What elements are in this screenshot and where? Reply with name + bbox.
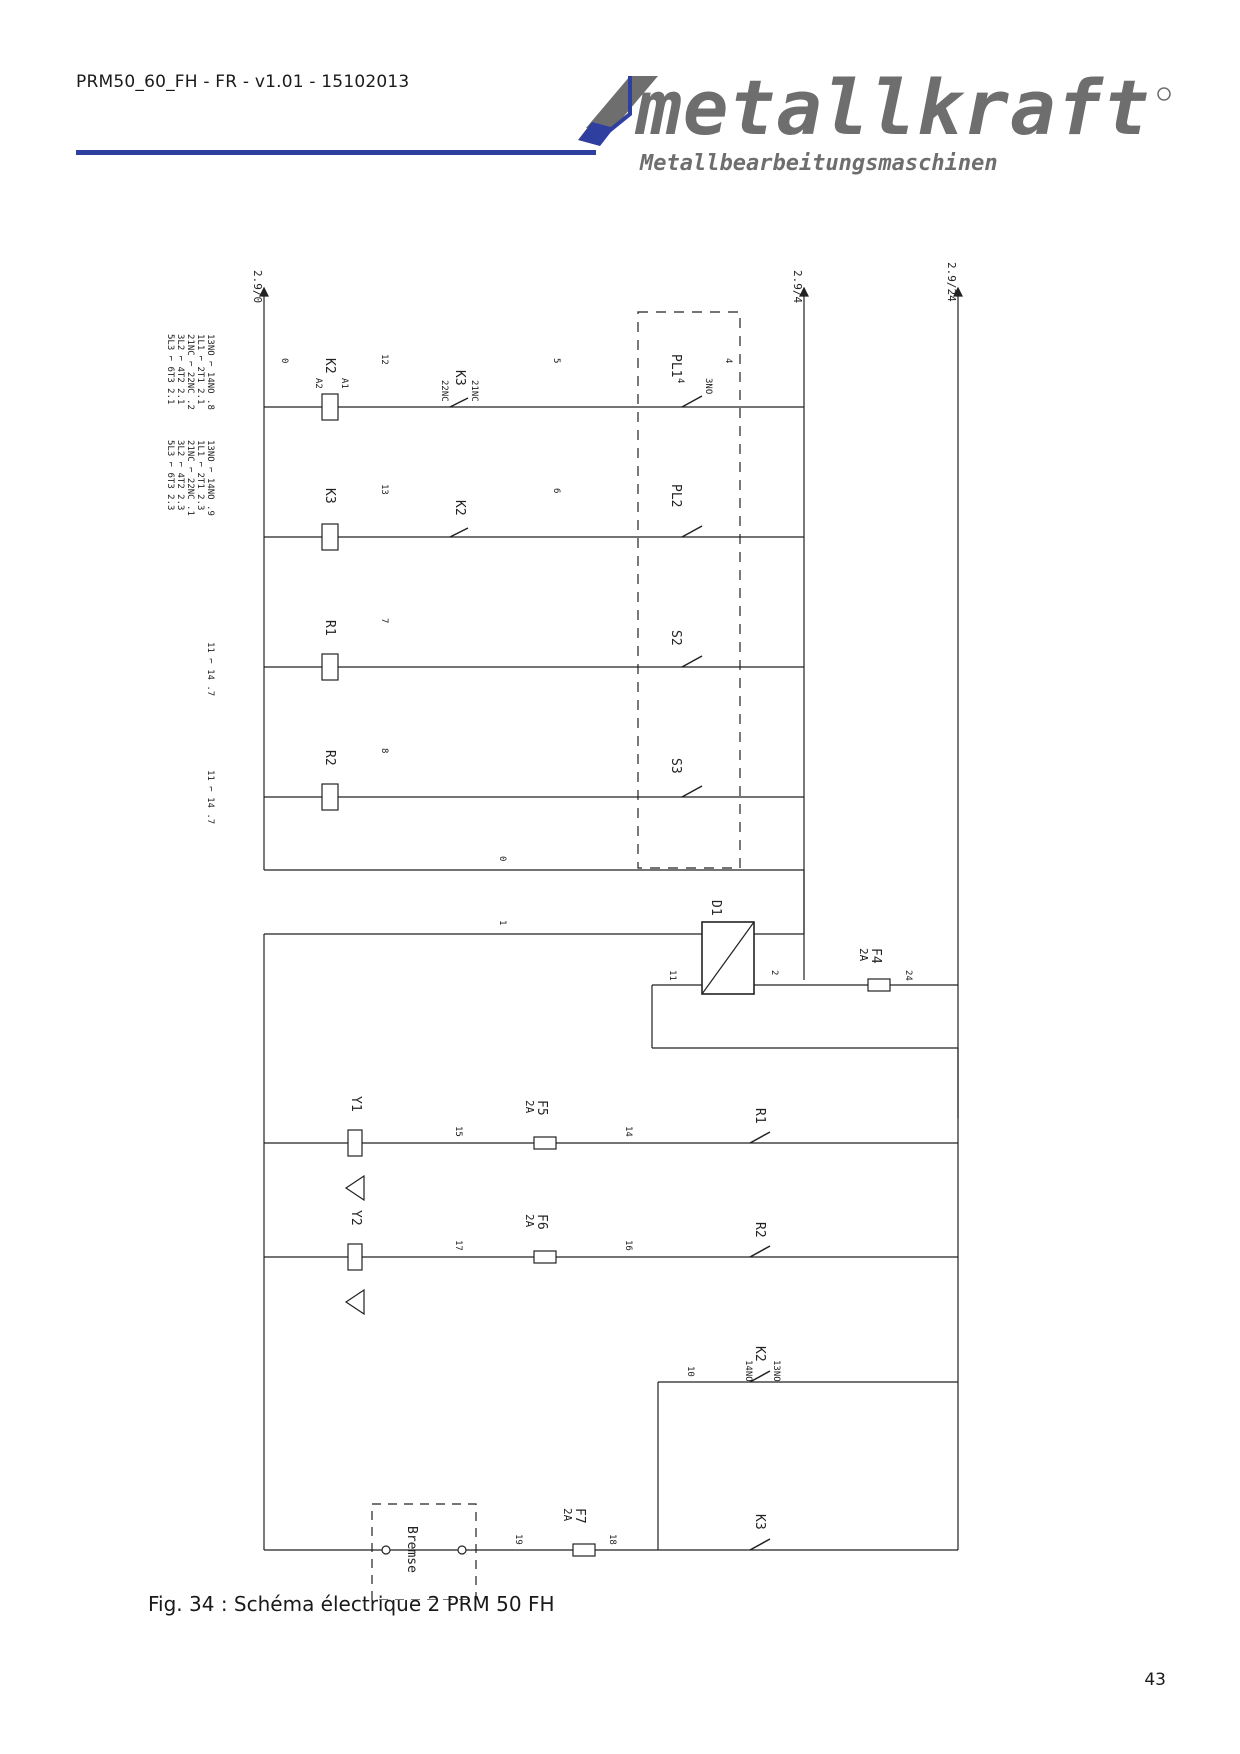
pin-a1: A1	[339, 378, 349, 389]
document-id: PRM50_60_FH - FR - v1.01 - 15102013	[76, 72, 410, 92]
brand-tagline: Metallbearbeitungsmaschinen	[639, 151, 998, 176]
label-r1-contact: R1	[752, 1108, 767, 1124]
label-f6: F6	[534, 1214, 549, 1230]
label-y2: Y2	[348, 1210, 363, 1226]
svg-text:21NC ⌐ 22NC .2: 21NC ⌐ 22NC .2	[185, 334, 195, 410]
legend-k2: 13NO ⌐ 14NO .8 1L1 ⌐ 2T1 2.1 21NC ⌐ 22NC…	[165, 334, 215, 410]
pin-21nc: 21NC	[469, 380, 479, 402]
wire-label: 0	[279, 358, 289, 363]
wire-label: 0	[497, 856, 507, 861]
wiring-schematic: 2.9/0 2.9/4 2.9/24 K2 K3 R1 R2 K3 K2 PL1…	[165, 262, 963, 1600]
wire-label: 11	[667, 970, 677, 981]
wire-label: 8	[379, 748, 389, 753]
svg-text:3L2 ⌐ 4T2 2.3: 3L2 ⌐ 4T2 2.3	[175, 440, 185, 510]
wire-label: 6	[551, 488, 561, 493]
wire-label: 13	[379, 484, 389, 495]
label-k2-output: K2	[752, 1346, 767, 1362]
svg-text:13NO ⌐ 14NO .9: 13NO ⌐ 14NO .9	[205, 440, 215, 516]
wire-label: 10	[685, 1366, 695, 1377]
wire-label: 2	[769, 970, 779, 975]
pin-14no: 14NO	[743, 1360, 753, 1382]
label-r1-coil: R1	[322, 620, 337, 636]
label-pl2: PL2	[668, 484, 683, 507]
label-f4-rating: 2A	[857, 948, 870, 962]
brand-logo: metallkraft Metallbearbeitungsmaschinen	[578, 70, 1171, 176]
label-k2-coil: K2	[322, 358, 337, 374]
label-f5: F5	[534, 1100, 549, 1116]
svg-text:13NO ⌐ 14NO .8: 13NO ⌐ 14NO .8	[205, 334, 215, 410]
wire-label: 19	[513, 1534, 523, 1545]
logo-mark	[578, 76, 658, 146]
registered-mark-icon	[1157, 87, 1171, 101]
wire-label: 17	[453, 1240, 463, 1251]
wire-label: 7	[379, 618, 389, 623]
svg-text:3L2 ⌐ 4T2 2.1: 3L2 ⌐ 4T2 2.1	[175, 334, 185, 404]
ref-top-right: 2.9/24	[945, 262, 958, 302]
wire-label: 24	[903, 970, 913, 981]
header-rule	[76, 150, 596, 155]
legend-r1: 11 ⌐ 14 .7	[205, 642, 215, 696]
pin-3no: 3NO	[703, 378, 713, 394]
label-k3-coil: K3	[322, 488, 337, 504]
label-k3-output: K3	[752, 1514, 767, 1530]
wire-label: 5	[551, 358, 561, 363]
pin-22nc: 22NC	[439, 380, 449, 402]
wire-label: 16	[623, 1240, 633, 1251]
svg-text:21NC ⌐ 22NC .1: 21NC ⌐ 22NC .1	[185, 440, 195, 516]
ref-top-left: 2.9/0	[251, 270, 264, 303]
label-f7-rating: 2A	[561, 1508, 574, 1522]
legend-r2: 11 ⌐ 14 .7	[205, 770, 215, 824]
svg-text:1L1 ⌐ 2T1 2.1: 1L1 ⌐ 2T1 2.1	[195, 334, 205, 404]
label-k3-contact: K3	[452, 370, 467, 386]
label-s2: S2	[668, 630, 683, 646]
wire-label: 12	[379, 354, 389, 365]
label-y1: Y1	[348, 1096, 363, 1112]
figure-caption: Fig. 34 : Schéma électrique 2 PRM 50 FH	[148, 1592, 555, 1616]
ref-top-mid: 2.9/4	[791, 270, 804, 303]
label-f6-rating: 2A	[523, 1214, 536, 1228]
wire-label: 4	[723, 358, 733, 363]
brand-name: metallkraft	[634, 70, 1150, 152]
label-k2-contact: K2	[452, 500, 467, 516]
label-f7: F7	[572, 1508, 587, 1524]
wire-label: 14	[623, 1126, 633, 1137]
pin-13no: 13NO	[771, 1360, 781, 1382]
label-d1: D1	[708, 900, 723, 916]
wire-label: 15	[453, 1126, 463, 1137]
label-r2-contact: R2	[752, 1222, 767, 1238]
wire-label: 18	[607, 1534, 617, 1545]
label-f5-rating: 2A	[523, 1100, 536, 1114]
pin-a2: A2	[313, 378, 323, 389]
label-pl1: PL1	[668, 354, 683, 377]
pin-4: 4	[675, 378, 685, 383]
legend-k3: 13NO ⌐ 14NO .9 1L1 ⌐ 2T1 2.3 21NC ⌐ 22NC…	[165, 440, 215, 516]
svg-text:5L3 ⌐ 6T3 2.1: 5L3 ⌐ 6T3 2.1	[165, 334, 175, 404]
svg-text:1L1 ⌐ 2T1 2.3: 1L1 ⌐ 2T1 2.3	[195, 440, 205, 510]
label-brake: Bremse	[404, 1526, 419, 1573]
svg-text:5L3 ⌐ 6T3 2.3: 5L3 ⌐ 6T3 2.3	[165, 440, 175, 510]
page-number: 43	[1144, 1670, 1166, 1690]
wire-label: 1	[497, 920, 507, 925]
label-f4: F4	[868, 948, 883, 964]
label-r2-coil: R2	[322, 750, 337, 766]
label-s3: S3	[668, 758, 683, 774]
